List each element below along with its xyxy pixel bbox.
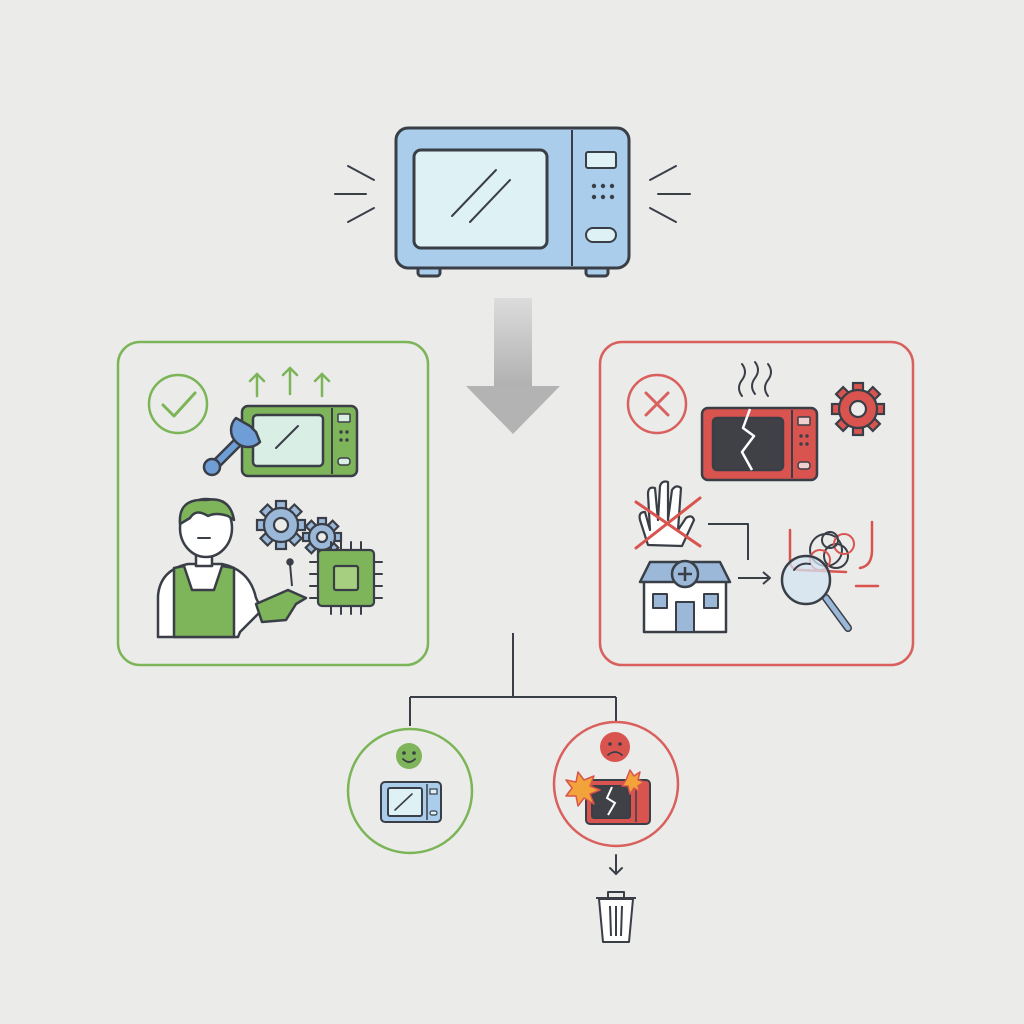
gear-icon <box>255 499 307 551</box>
explosion-spark-icon <box>565 769 645 807</box>
repair-success-panel <box>116 340 430 667</box>
connector-arrow-icon <box>708 523 771 585</box>
cross-icon <box>626 373 688 435</box>
branch-connector <box>409 633 617 726</box>
radiating-lines-left-icon <box>334 165 375 223</box>
no-touch-hand-icon <box>634 480 702 550</box>
repair-failure-panel <box>598 340 915 667</box>
radiating-lines-right-icon <box>649 165 691 223</box>
microwave-icon <box>380 781 442 823</box>
upgrade-arrows-icon <box>248 366 331 398</box>
down-arrow-icon <box>609 854 623 876</box>
smoke-icon <box>738 361 772 397</box>
broken-microwave-icon <box>585 779 651 825</box>
broken-microwave-icon <box>700 406 819 482</box>
microwave-icon <box>394 126 631 278</box>
source-microwave <box>334 126 691 278</box>
magnifier-icon <box>780 554 852 632</box>
trash-can-icon <box>596 891 636 943</box>
down-arrow-icon <box>466 298 560 434</box>
checkmark-icon <box>147 373 209 435</box>
result-working <box>346 727 474 855</box>
result-broken <box>552 720 680 943</box>
sad-face-icon <box>600 732 630 762</box>
gear-icon <box>301 516 343 558</box>
wrench-icon <box>202 416 262 477</box>
technician-icon <box>156 497 308 639</box>
happy-face-icon <box>396 743 422 769</box>
circuit-chip-icon <box>309 541 383 615</box>
repair-shop-icon <box>638 559 732 634</box>
gear-icon <box>830 381 886 437</box>
